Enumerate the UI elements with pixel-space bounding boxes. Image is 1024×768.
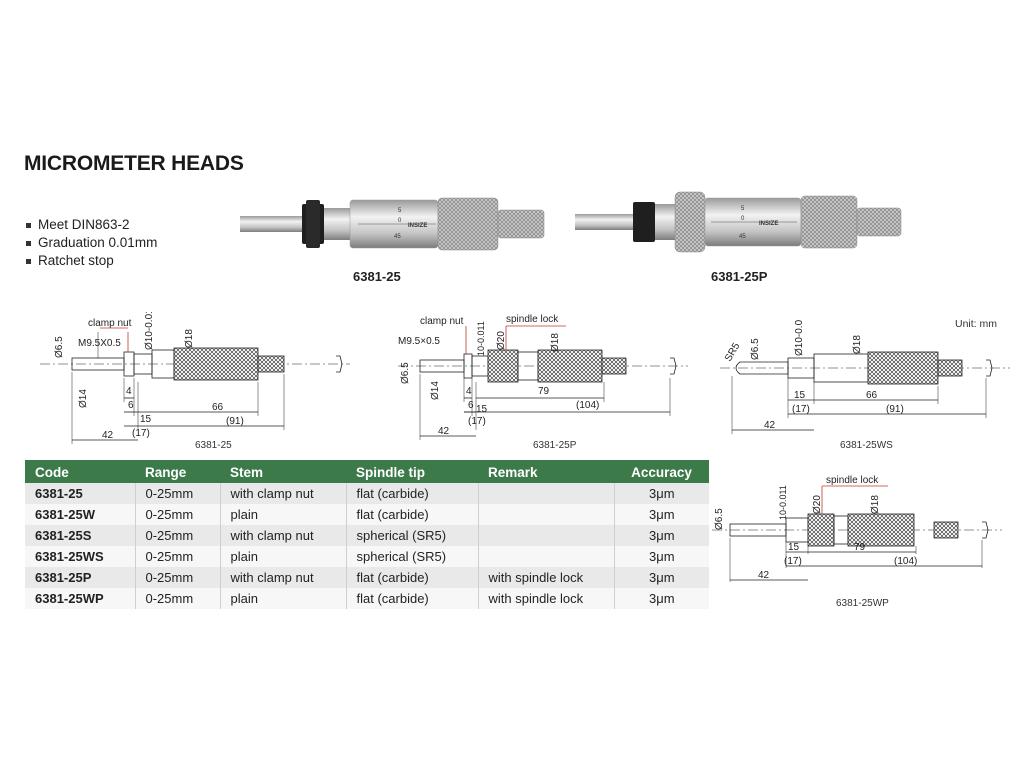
svg-text:10-0.011: 10-0.011 <box>476 321 486 356</box>
col-header-accuracy: Accuracy <box>614 460 709 483</box>
table-row: 6381-25P 0-25mm with clamp nut flat (car… <box>25 567 709 588</box>
square-bullet-icon <box>26 222 31 228</box>
svg-text:6: 6 <box>128 400 134 411</box>
svg-text:5: 5 <box>398 208 402 214</box>
svg-text:4: 4 <box>466 386 472 397</box>
square-bullet-icon <box>26 258 31 264</box>
svg-text:Ø20: Ø20 <box>496 331 507 350</box>
svg-text:42: 42 <box>102 430 114 441</box>
table-row: 6381-25WP 0-25mm plain flat (carbide) wi… <box>25 588 709 609</box>
svg-text:66: 66 <box>212 402 224 413</box>
svg-text:79: 79 <box>854 542 866 553</box>
svg-text:(104): (104) <box>894 556 917 567</box>
feature-list: Meet DIN863-2 Graduation 0.01mm Ratchet … <box>26 216 157 270</box>
svg-text:spindle lock: spindle lock <box>826 475 879 486</box>
svg-text:INSIZE: INSIZE <box>759 221 778 227</box>
dimension-diagram-6381-25WS: SR5 Ø6.5 Ø10-0.011 Ø18 15 (17) 66 (91) 4… <box>720 320 1010 434</box>
unit-note: Unit: mm <box>955 318 997 330</box>
svg-text:(17): (17) <box>132 428 150 439</box>
table-row: 6381-25S 0-25mm with clamp nut spherical… <box>25 525 709 546</box>
svg-text:(91): (91) <box>886 404 904 415</box>
svg-text:SR5: SR5 <box>723 341 742 364</box>
table-row: 6381-25W 0-25mm plain flat (carbide) 3μm <box>25 504 709 525</box>
svg-text:INSIZE: INSIZE <box>408 223 427 229</box>
svg-text:Ø10-0.011: Ø10-0.011 <box>144 312 155 350</box>
svg-text:(17): (17) <box>792 404 810 415</box>
svg-text:Ø6.5: Ø6.5 <box>750 338 761 360</box>
svg-text:42: 42 <box>438 426 450 437</box>
svg-text:clamp nut: clamp nut <box>88 318 132 329</box>
table-row: 6381-25 0-25mm with clamp nut flat (carb… <box>25 483 709 504</box>
svg-text:clamp nut: clamp nut <box>420 316 464 327</box>
svg-text:15: 15 <box>788 542 800 553</box>
svg-text:Ø18: Ø18 <box>852 335 863 354</box>
dimension-diagram-6381-25: clamp nut M9.5X0.5 Ø6.5 Ø10-0.011 Ø18 Ø1… <box>40 312 350 444</box>
svg-text:10-0.011: 10-0.011 <box>778 485 788 520</box>
col-header-range: Range <box>135 460 220 483</box>
dimension-diagram-6381-25P: clamp nut spindle lock M9.5×0.5 Ø6.5 10-… <box>398 314 688 440</box>
diagram-label: 6381-25WP <box>836 598 889 609</box>
svg-text:Ø18: Ø18 <box>870 495 881 514</box>
diagram-label: 6381-25WS <box>840 440 893 451</box>
svg-text:79: 79 <box>538 386 550 397</box>
svg-text:45: 45 <box>739 234 746 240</box>
diagram-label: 6381-25P <box>533 440 577 451</box>
svg-text:15: 15 <box>794 390 806 401</box>
svg-text:42: 42 <box>758 570 770 581</box>
svg-text:66: 66 <box>866 390 878 401</box>
svg-text:spindle lock: spindle lock <box>506 314 559 325</box>
svg-text:(17): (17) <box>784 556 802 567</box>
svg-text:M9.5X0.5: M9.5X0.5 <box>78 338 121 349</box>
svg-text:Ø10-0.011: Ø10-0.011 <box>794 320 805 356</box>
photo-label: 6381-25 <box>353 269 401 284</box>
photo-label: 6381-25P <box>711 269 768 284</box>
svg-text:Ø6.5: Ø6.5 <box>54 336 65 358</box>
micrometer-photo-6381-25P: 5 0 45 INSIZE <box>575 191 902 253</box>
feature-item: Meet DIN863-2 <box>26 216 157 234</box>
table-header-row: Code Range Stem Spindle tip Remark Accur… <box>25 460 709 483</box>
svg-text:4: 4 <box>126 386 132 397</box>
svg-text:(17): (17) <box>468 416 486 427</box>
svg-text:6: 6 <box>468 400 474 411</box>
svg-text:Ø14: Ø14 <box>78 389 89 408</box>
svg-text:(104): (104) <box>576 400 599 411</box>
page-title: MICROMETER HEADS <box>24 152 244 175</box>
square-bullet-icon <box>26 240 31 246</box>
svg-text:M9.5×0.5: M9.5×0.5 <box>398 336 440 347</box>
svg-text:5: 5 <box>741 206 745 212</box>
svg-text:Ø18: Ø18 <box>184 329 195 348</box>
diagram-label: 6381-25 <box>195 440 232 451</box>
svg-text:45: 45 <box>394 234 401 240</box>
svg-text:15: 15 <box>476 404 488 415</box>
svg-text:Ø14: Ø14 <box>430 381 441 400</box>
col-header-remark: Remark <box>478 460 614 483</box>
svg-text:Ø6.5: Ø6.5 <box>400 362 411 384</box>
svg-text:15: 15 <box>140 414 152 425</box>
svg-text:Ø18: Ø18 <box>550 333 561 352</box>
col-header-spindle-tip: Spindle tip <box>346 460 478 483</box>
svg-text:0: 0 <box>398 218 402 224</box>
table-row: 6381-25WS 0-25mm plain spherical (SR5) 3… <box>25 546 709 567</box>
svg-text:(91): (91) <box>226 416 244 427</box>
svg-text:42: 42 <box>764 420 776 431</box>
svg-text:Ø20: Ø20 <box>812 495 823 514</box>
svg-text:Ø6.5: Ø6.5 <box>714 508 725 530</box>
col-header-stem: Stem <box>220 460 346 483</box>
dimension-diagram-6381-25WP: spindle lock Ø6.5 10-0.011 Ø20 Ø18 15 (1… <box>712 475 1002 582</box>
col-header-code: Code <box>25 460 135 483</box>
feature-item: Graduation 0.01mm <box>26 234 157 252</box>
spec-table: Code Range Stem Spindle tip Remark Accur… <box>25 460 709 609</box>
svg-text:0: 0 <box>741 216 745 222</box>
feature-item: Ratchet stop <box>26 252 157 270</box>
micrometer-photo-6381-25: 5 0 45 INSIZE <box>240 197 545 251</box>
